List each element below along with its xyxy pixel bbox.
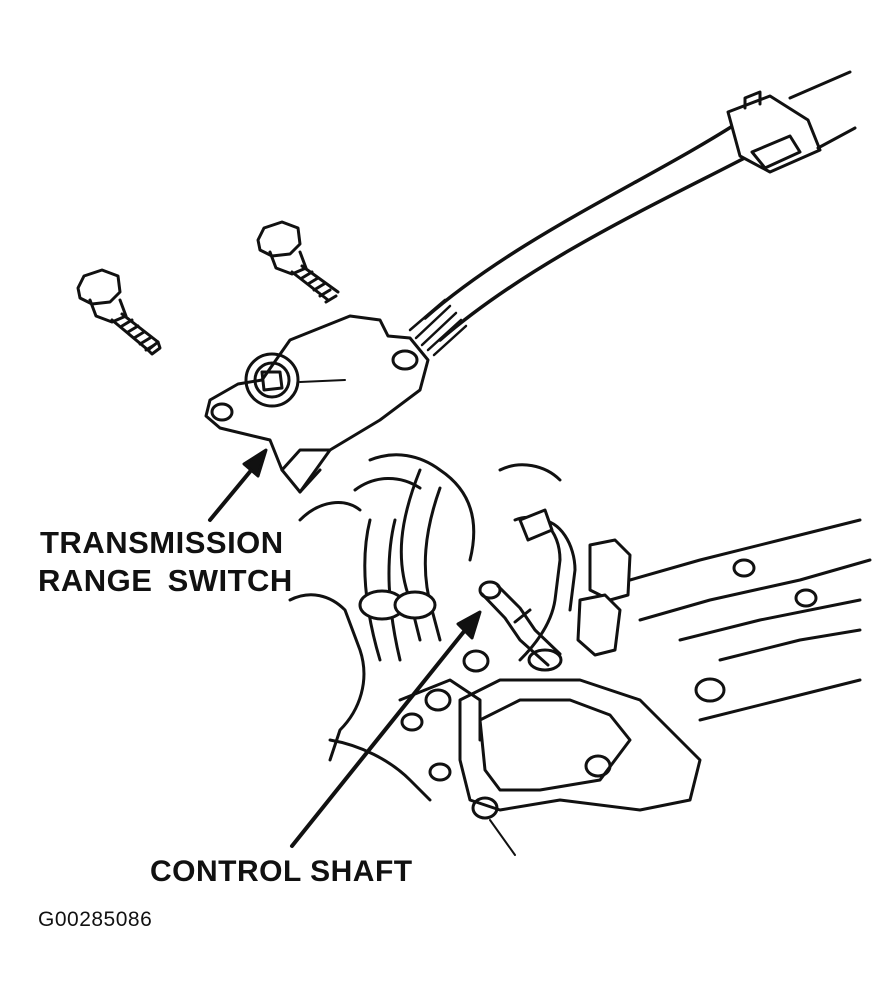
transmission-housing [288,501,872,856]
wire-harness [408,118,762,357]
connector-icon [726,70,857,174]
sensor-connector [518,508,632,657]
bolt-icon [76,268,162,356]
transmission-range-switch-label-line2: RANGE SWITCH [38,563,293,598]
arrow-icon [208,448,268,522]
hoses [353,453,577,672]
arrow-icon [290,610,482,848]
control-shaft-label: CONTROL SHAFT [150,855,413,888]
control-shaft [478,580,562,667]
transmission-range-switch-label-line1: TRANSMISSION [40,525,284,560]
figure-id: G00285086 [38,908,153,931]
bolt-icon [256,220,340,304]
transmission-range-switch [204,314,430,494]
